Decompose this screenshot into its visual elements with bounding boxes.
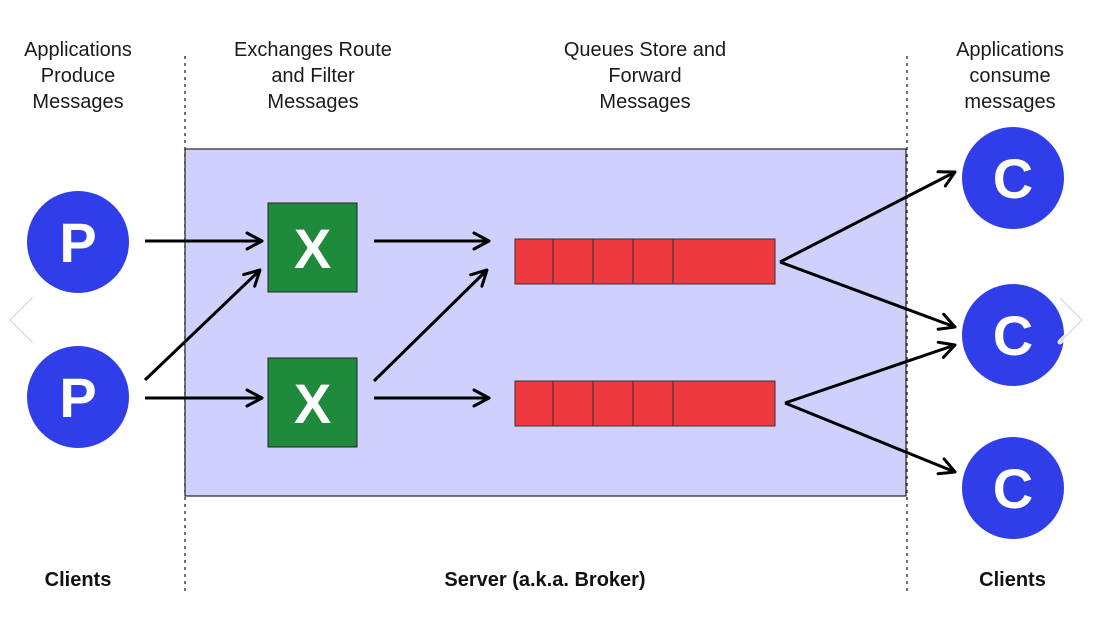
queue-1 [514, 238, 776, 285]
exchange-1: X [267, 202, 358, 293]
arrow-q2-c3 [784, 401, 957, 476]
arrow-p2-x1 [143, 268, 262, 382]
consumer-letter: C [993, 304, 1033, 367]
queue-2 [514, 380, 776, 427]
exchange-letter: X [294, 372, 331, 435]
exchange-2: X [267, 357, 358, 448]
heading-queues: Queues Store and Forward Messages [563, 39, 727, 113]
arrow-q1-c2 [779, 260, 957, 331]
queue-slot [632, 380, 674, 427]
arrow-q2-c2 [784, 340, 957, 405]
consumer-2: C [962, 284, 1064, 386]
consumer-1: C [962, 127, 1064, 229]
footer-left-clients: Clients [44, 569, 112, 591]
queue-slot [672, 380, 776, 427]
producer-2: P [27, 346, 129, 448]
footer-right-clients: Clients [979, 569, 1046, 591]
queue-slot [514, 238, 554, 285]
footer-server: Server (a.k.a. Broker) [444, 569, 646, 591]
chevron-left-icon[interactable] [2, 290, 42, 350]
producer-1: P [27, 191, 129, 293]
heading-producers: Applications Produce Messages [24, 39, 132, 113]
queue-slot [552, 380, 594, 427]
consumer-letter: C [993, 457, 1033, 520]
queue-slot [672, 238, 776, 285]
chevron-right-icon[interactable] [1050, 290, 1090, 350]
heading-consumers: Applications consume messages [956, 39, 1064, 113]
queue-slot [552, 238, 594, 285]
queue-slot [632, 238, 674, 285]
producer-letter: P [59, 211, 96, 274]
consumer-letter: C [993, 147, 1033, 210]
queue-slot [592, 238, 634, 285]
arrow-q1-c1 [779, 170, 957, 264]
exchange-letter: X [294, 217, 331, 280]
arrow-x2-q1 [372, 268, 489, 383]
consumer-3: C [962, 437, 1064, 539]
heading-exchanges: Exchanges Route and Filter Messages [234, 39, 392, 113]
queue-slot [592, 380, 634, 427]
queue-slot [514, 380, 554, 427]
producer-letter: P [59, 366, 96, 429]
